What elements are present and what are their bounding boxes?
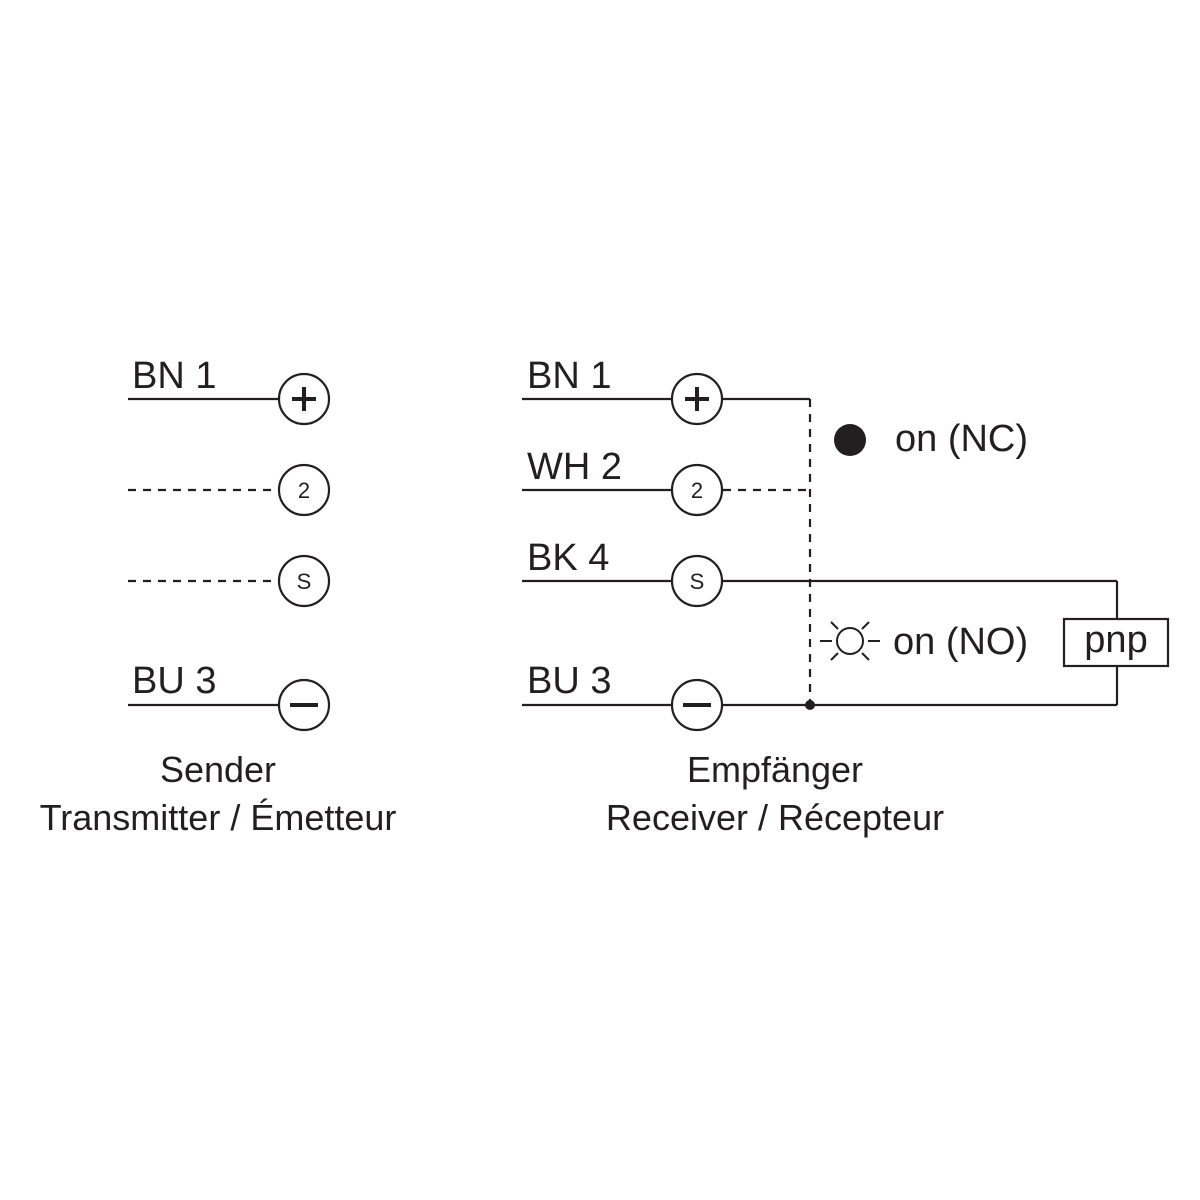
receiver-wire-label-bn1: BN 1 xyxy=(527,355,611,397)
transmitter-section: BN 1 BU 3 2 S Sender Transmitter / Émett… xyxy=(40,355,397,838)
transmitter-terminal-2: 2 xyxy=(277,463,331,517)
receiver-caption-de: Empfänger xyxy=(687,749,863,790)
transmitter-wire-label-bn1: BN 1 xyxy=(132,355,216,397)
transmitter-terminal-2-text: 2 xyxy=(298,478,310,503)
receiver-terminal-s-text: S xyxy=(690,569,705,594)
transmitter-terminal-minus xyxy=(277,678,331,732)
transmitter-terminal-s: S xyxy=(277,554,331,608)
receiver-terminal-2: 2 xyxy=(670,463,724,517)
transmitter-caption-en-fr: Transmitter / Émetteur xyxy=(40,797,397,838)
receiver-section: BN 1 WH 2 BK 4 BU 3 2 S xyxy=(522,355,1170,838)
transmitter-terminal-plus xyxy=(277,372,331,426)
transmitter-terminal-s-text: S xyxy=(297,569,312,594)
receiver-terminal-2-text: 2 xyxy=(691,478,703,503)
state-label-nc: on (NC) xyxy=(895,418,1028,460)
nc-indicator-filled-led-icon xyxy=(834,424,866,456)
receiver-wire-label-wh2: WH 2 xyxy=(527,446,622,488)
no-indicator-led-light-icon xyxy=(820,621,880,661)
state-label-no: on (NO) xyxy=(893,621,1028,663)
receiver-wire-label-bk4: BK 4 xyxy=(527,537,609,579)
receiver-caption-en-fr: Receiver / Récepteur xyxy=(606,797,944,838)
pnp-output-label: pnp xyxy=(1084,619,1147,661)
transmitter-wire-label-bu3: BU 3 xyxy=(132,660,216,702)
receiver-wire-label-bu3: BU 3 xyxy=(527,660,611,702)
pnp-output-box xyxy=(1062,617,1170,668)
receiver-terminal-minus xyxy=(670,678,724,732)
junction-dot xyxy=(805,700,815,710)
receiver-terminal-s: S xyxy=(670,554,724,608)
transmitter-caption-de: Sender xyxy=(160,749,276,790)
receiver-terminal-plus xyxy=(670,372,724,426)
